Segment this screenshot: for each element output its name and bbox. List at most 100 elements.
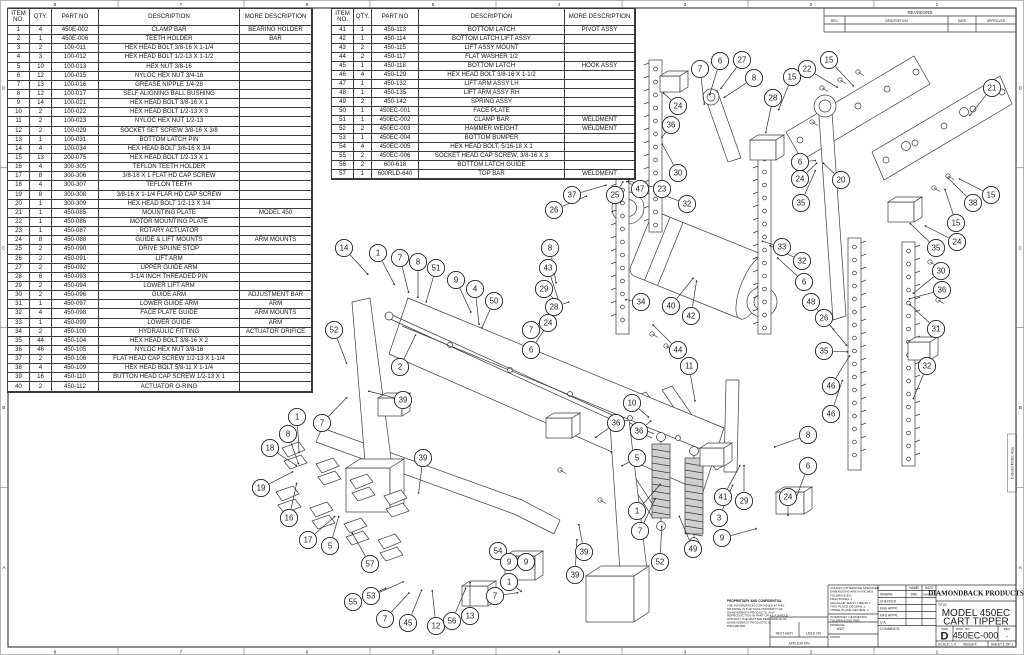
bom-cell: HEX HEAD BOLT 1/2-13 X 1 [99,153,240,164]
bom-cell: 100-034 [52,144,99,154]
bom-cell: 4 [30,364,52,374]
finish-label: FINISH [830,635,840,639]
bom-cell: 2 [354,53,372,62]
bom-cell: 2 [30,281,52,292]
bom-cell [565,71,635,80]
bom-cell: 52 [332,125,354,134]
bom-cell: 53 [332,134,354,143]
zone-letter-left: B [2,405,5,411]
title-block [769,584,1016,647]
bom-cell: HEX HEAD BOLT, 5/16-18 X 1 [419,143,565,152]
balloon-number: 9 [454,276,458,285]
bom-cell: 38 [8,364,30,374]
bom-cell: TOP BAR [419,170,565,179]
balloon-callout: 49 [683,539,703,559]
balloon-callout: 33 [772,237,792,257]
bom-cell: HEX HEAD BOLT 3/8-16 X 3/4 [99,144,240,154]
balloon-number: 44 [674,346,683,355]
proprietary-text: DIAMONDBACK PRODUCTS. ANY [727,610,775,614]
balloon-callout: 39 [574,542,594,562]
bom-cell [240,89,312,100]
zone-number-bottom: 2 [810,649,813,655]
next-assy-label: NEXT ASSY [776,632,795,636]
bom-cell: 1 [30,227,52,237]
bom-cell: 8 [30,190,52,200]
balloon-callout: 5 [627,448,647,468]
balloon-callout: 7 [312,413,332,433]
balloon-number: 21 [988,84,997,93]
size-label: SIZE [941,627,948,631]
bom-cell [240,53,312,63]
balloon-callout: 39 [565,565,585,585]
bom-cell: 1 [30,318,52,328]
bom-cell: 22 [8,217,30,228]
zone-number-bottom: 8 [54,649,57,655]
sign-label: ENG APPR. [880,607,898,611]
bom-cell: 4 [8,53,30,63]
bom-cell: CLAMP BAR [419,116,565,125]
bom-cell [240,382,312,392]
bom-cell: 450-109 [52,364,99,374]
bom-cell: 450-117 [372,53,419,62]
tolerance-note: DIMENSIONS ARE IN INCHES [830,590,873,594]
bom-cell: 4 [30,163,52,173]
bom-cell: 3/8-16 X 1 FLAT HD CAP SCREW [99,172,240,182]
balloon-callout: 47 [630,179,650,199]
bom-cell: 300-308 [52,190,99,200]
balloon-callout: 36 [606,413,626,433]
bom-cell: 1 [30,135,52,145]
bom-cell [240,153,312,164]
bom-cell: HEX HEAD BOLT 3/8-16 X 1 [99,99,240,109]
balloon-callout: 12 [426,616,446,636]
bom-cell: 2 [30,291,52,301]
balloon-number: 1 [295,413,299,422]
drawing-title-line1: MODEL 450EC [942,608,1011,619]
bom-cell: 8 [30,172,52,182]
balloon-number: 19 [257,484,266,493]
bom-cell: 17 [8,172,30,182]
balloon-number: 26 [820,314,829,323]
bom-cell: 50 [332,107,354,116]
zone-number-top: 2 [810,2,813,8]
tolerance-note: ANGULAR: MACH ± BEND ± [830,601,871,605]
bom-cell: MORE DESCRIPTION [565,9,635,26]
bom-cell: 56 [332,161,354,170]
bom-cell: 5 [8,62,30,72]
bom-cell: 450-118 [372,62,419,71]
bom-cell: 1 [8,26,30,36]
zone-letter-right: A [1019,565,1023,571]
bom-cell: 450-115 [372,44,419,53]
bom-cell: MOTOR MOUNTING PLATE [99,217,240,228]
balloon-number: 9 [524,558,528,567]
bom-cell [240,272,312,282]
tolerance-note: TWO PLACE DECIMAL ± [830,605,866,609]
edge-note: D Model 450EC Assy [1011,447,1015,479]
balloon-callout: 56 [442,611,462,631]
bom-cell: 1 [354,80,372,89]
bom-cell: 450-093 [52,272,99,282]
bom-cell: 1 [354,170,372,179]
balloon-number: 35 [820,347,829,356]
bom-cell: 450-142 [372,98,419,107]
bom-cell: NYLOC HEX NUT 3/8-16 [99,345,240,356]
balloon-number: 15 [952,219,961,228]
bom-cell: 2 [354,125,372,134]
balloon-number: 7 [698,65,702,74]
bom-cell: 10 [30,62,52,72]
balloon-callout: 24 [668,96,688,116]
bom-cell: 57 [332,170,354,179]
bom-cell: ARM MOUNTS [240,236,312,246]
balloon-callout: 53 [361,586,381,606]
